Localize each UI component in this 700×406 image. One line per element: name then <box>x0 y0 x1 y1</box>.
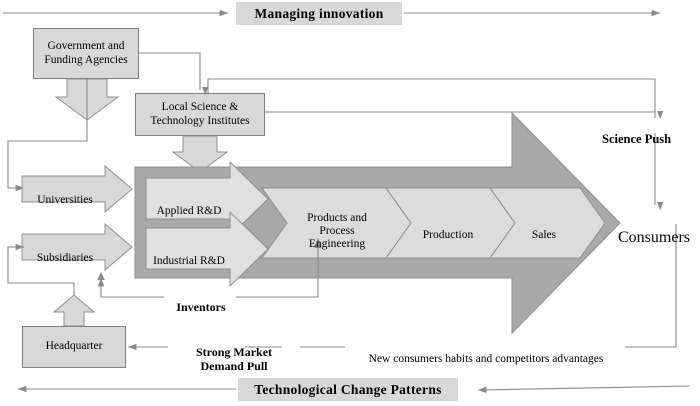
sales-chevron <box>489 187 606 259</box>
subsidiaries-block-arrow <box>21 222 133 272</box>
banner-technological-change-patterns: Technological Change Patterns <box>238 378 458 401</box>
box-government-and-funding-agencies-label: Government and Funding Agencies <box>44 40 128 66</box>
government-to-universities-connector <box>7 79 88 192</box>
inventors-right-connector <box>236 238 322 298</box>
universities-block-arrow <box>21 164 133 214</box>
applied-rd-block-arrow <box>145 160 269 238</box>
banner-managing-innovation: Managing innovation <box>236 2 402 25</box>
inventors-left-connector <box>97 272 164 298</box>
local-science-to-science-push-connector <box>207 78 664 135</box>
box-local-science-technology-institutes: Local Science & Technology Institutes <box>135 93 265 136</box>
headquarter-up-block-arrow <box>52 294 96 327</box>
box-local-science-technology-institutes-label: Local Science & Technology Institutes <box>150 101 250 127</box>
box-headquarter: Headquarter <box>22 326 126 368</box>
headquarter-to-subsidiaries-connector <box>7 243 75 295</box>
banner-managing-innovation-label: Managing innovation <box>254 5 384 21</box>
consumers-feedback-connector <box>245 224 677 348</box>
banner-technological-change-patterns-label: Technological Change Patterns <box>254 381 442 397</box>
box-headquarter-label: Headquarter <box>45 340 103 353</box>
technological-change-right-connector <box>477 385 691 394</box>
government-to-local-science-connector <box>139 52 209 96</box>
industrial-rd-block-arrow <box>145 210 269 288</box>
box-government-and-funding-agencies: Government and Funding Agencies <box>33 28 139 79</box>
local-science-down-block-arrow <box>171 135 229 173</box>
